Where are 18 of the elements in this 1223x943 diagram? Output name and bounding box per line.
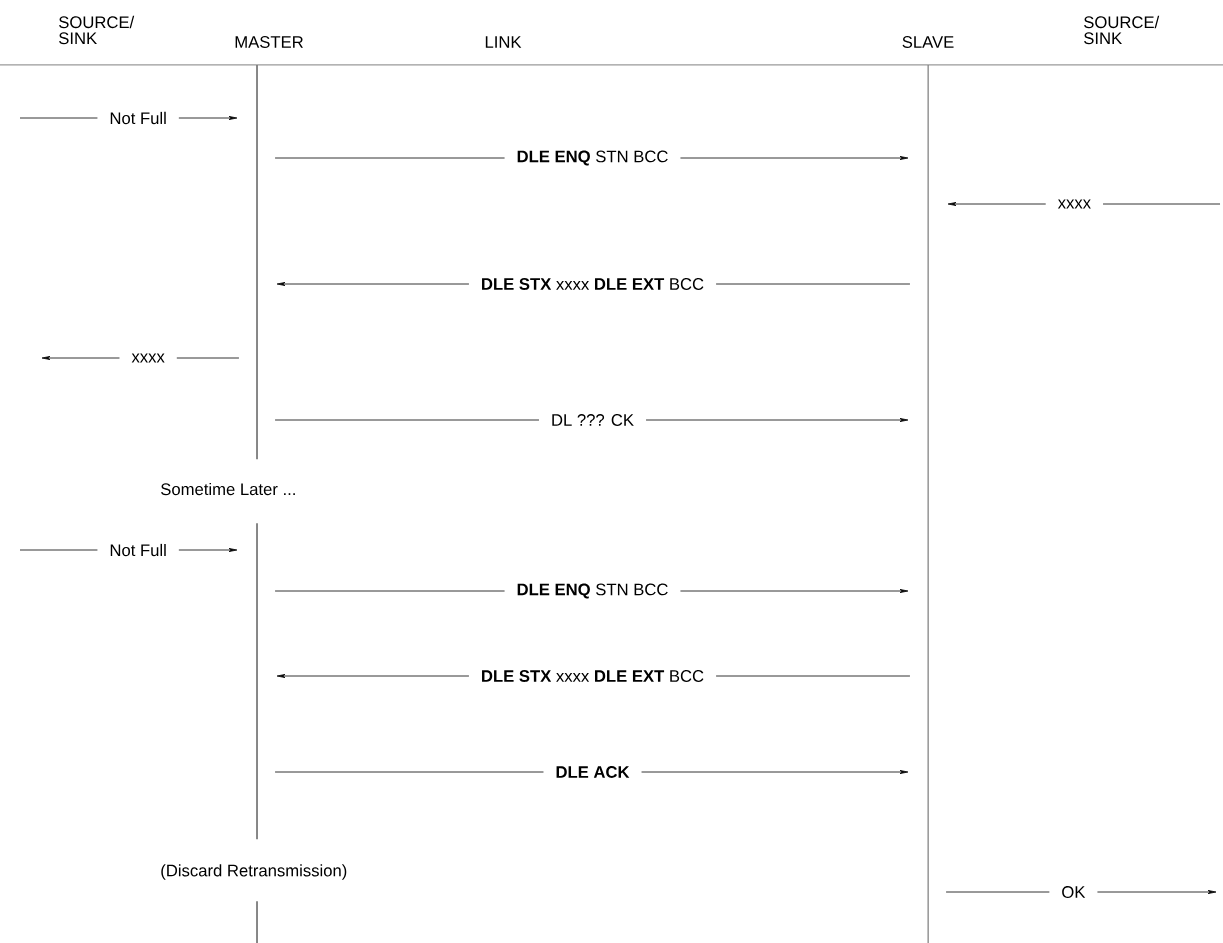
column-header: SOURCE/ SINK (1084, 15, 1160, 45)
note-text: (Discard Retransmission) (161, 864, 347, 880)
edge-label: Not Full (97, 541, 179, 559)
column-header: SOURCE/ SINK (59, 15, 135, 45)
column-header: LINK (485, 36, 522, 48)
column-header: SLAVE (902, 36, 954, 48)
edge-label: DLE STX xxxx DLE EXT BCC (468, 667, 717, 685)
edge-label: DL ??? CK (538, 411, 647, 429)
edge-label: DLE ENQ STN BCC (504, 147, 681, 169)
edge-label: OK (1049, 883, 1098, 901)
edge-label: DLE STX xxxx DLE EXT BCC (468, 275, 717, 293)
edge-label: DLE ACK (543, 763, 642, 781)
note-text: Sometime Later ... (161, 482, 295, 496)
edge-label: DLE ENQ STN BCC (504, 580, 681, 602)
edge-label: xxxx (1045, 196, 1104, 212)
edge-label: xxxx (119, 350, 177, 366)
edge-label: Not Full (97, 109, 179, 127)
column-header: MASTER (235, 36, 303, 48)
